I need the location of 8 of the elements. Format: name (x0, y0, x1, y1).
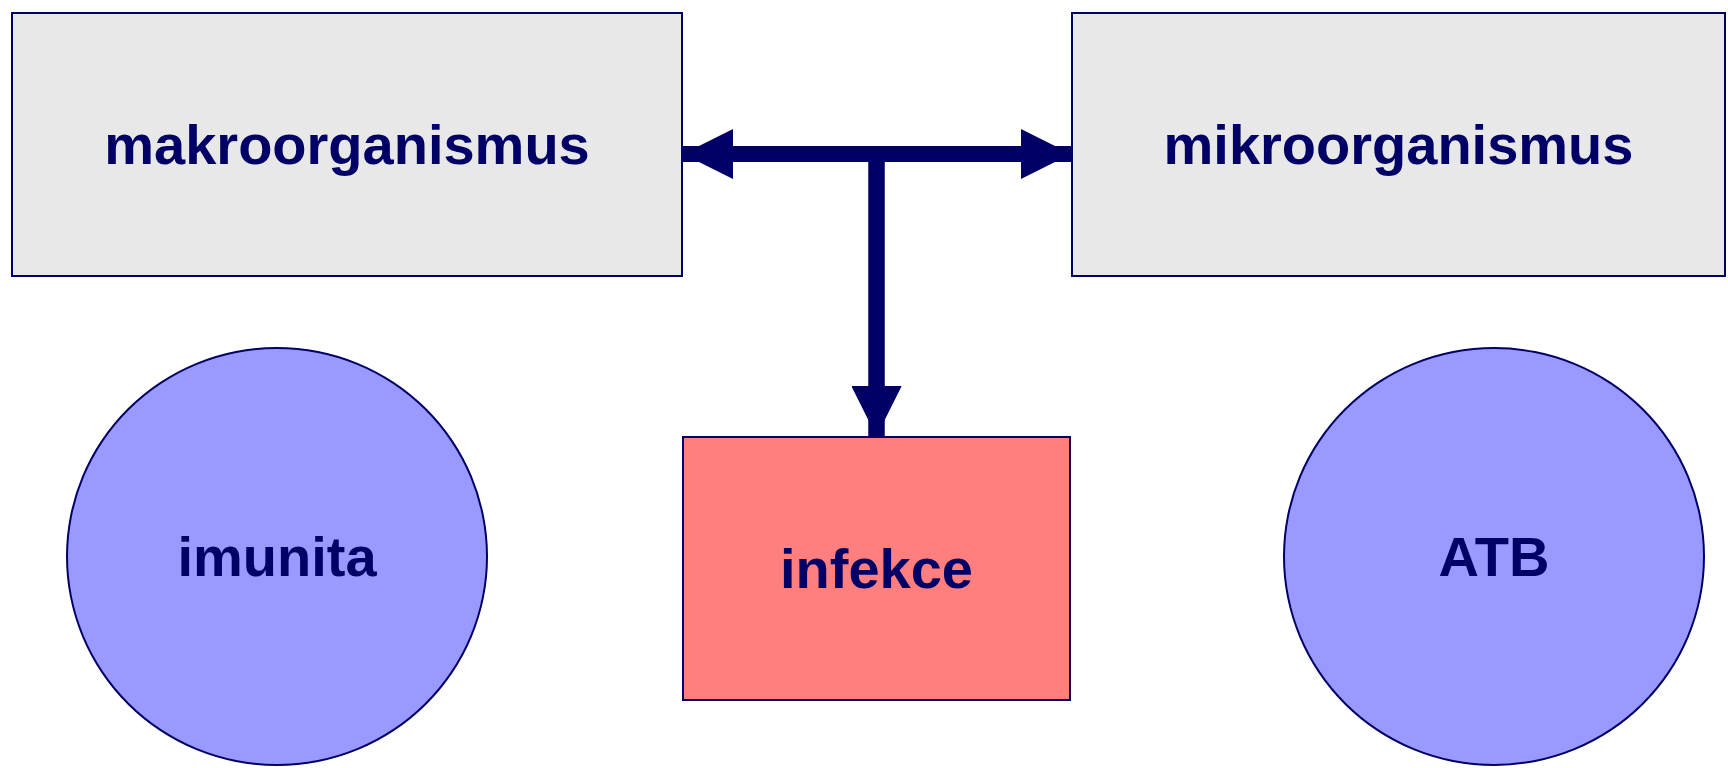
node-label: infekce (780, 536, 973, 601)
node-label: imunita (177, 524, 377, 589)
process-box (682, 436, 1071, 701)
node-label: mikroorganismus (1163, 112, 1634, 177)
node-label: ATB (1438, 524, 1550, 589)
process-box (11, 12, 683, 277)
process-box (1071, 12, 1726, 277)
node-label: makroorganismus (104, 112, 590, 177)
